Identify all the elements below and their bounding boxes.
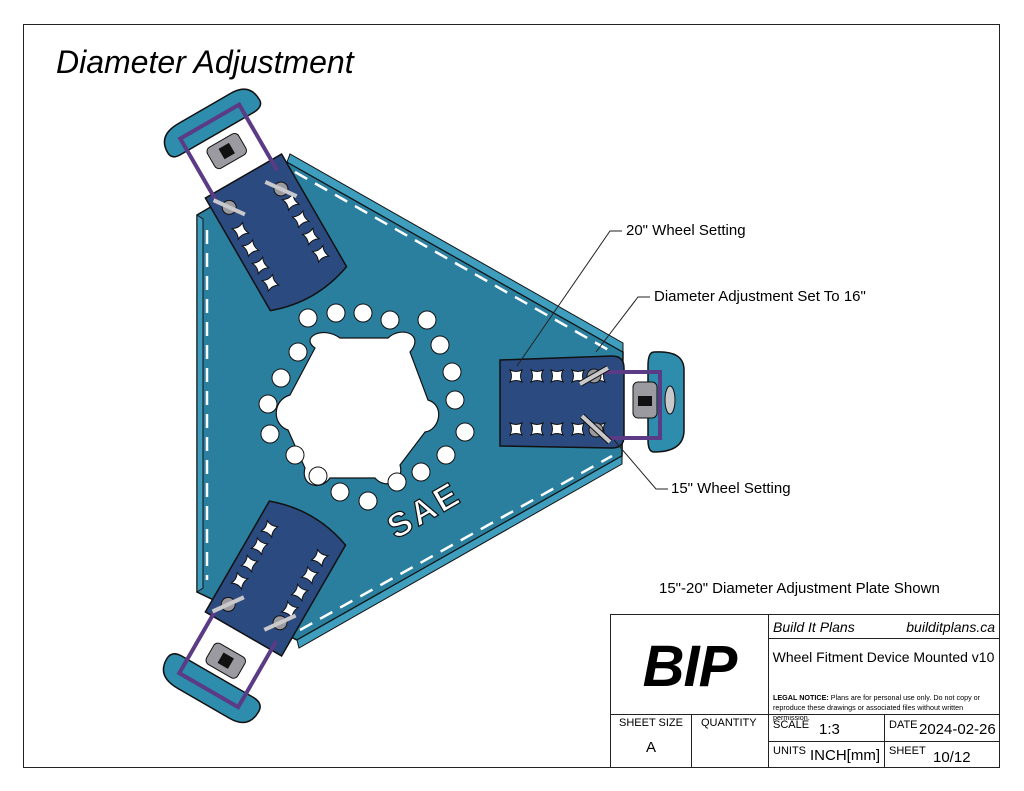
bip-logo: BIP: [642, 634, 738, 699]
legal-notice: LEGAL NOTICE: Plans are for personal use…: [773, 693, 995, 723]
scale-label: SCALE: [773, 719, 810, 731]
sheet-value: 10/12: [933, 749, 971, 766]
strap-bottom-left: [176, 606, 278, 710]
drawing-title: Wheel Fitment Device Mounted v10: [772, 649, 995, 665]
wing-nut-bottom-left-a: [211, 595, 245, 614]
scale-value: 1:3: [819, 721, 840, 738]
plate-flange-left: [196, 214, 204, 593]
callout-15-wheel-setting: 15" Wheel Setting: [671, 480, 791, 497]
units-label: UNITS: [773, 745, 806, 757]
clamp-nut-right: [632, 381, 676, 419]
units-value: INCH[mm]: [810, 747, 880, 764]
clamp-nut-bottom-left: [205, 642, 246, 679]
title-block: BIP Build It Plans builditplans.ca Wheel…: [610, 614, 1000, 768]
adjuster-arm-bottom-left: [162, 500, 347, 724]
caption-plate-shown: 15"-20" Diameter Adjustment Plate Shown: [659, 580, 940, 597]
bolt-hole-ring: [258, 303, 475, 511]
date-value: 2024-02-26: [919, 721, 996, 738]
fold-lines: [205, 170, 613, 632]
tb-divider-h1: [611, 714, 999, 715]
clamp-nut-top-left: [206, 132, 247, 170]
sheet-label: SHEET: [889, 745, 926, 757]
callout-20-wheel-setting: 20" Wheel Setting: [626, 222, 746, 239]
date-label: DATE: [889, 719, 918, 731]
sheet-size-label: SHEET SIZE: [619, 717, 683, 729]
callout-diameter-set-16: Diameter Adjustment Set To 16": [654, 288, 866, 305]
adjuster-arm-right: [499, 351, 685, 453]
page-title: Diameter Adjustment: [56, 44, 354, 80]
wing-nut-right-bottom: [579, 413, 613, 445]
strap-top-left: [177, 101, 279, 206]
adjuster-arm-top-left: [163, 88, 348, 312]
tb-divider-v3: [884, 714, 885, 767]
strap-right: [604, 370, 662, 440]
company-name: Build It Plans: [773, 619, 855, 635]
wing-nut-top-left-b: [264, 180, 298, 198]
sheet-size-value: A: [645, 739, 656, 756]
legal-label: LEGAL NOTICE:: [773, 693, 829, 702]
legal-text: Plans are for personal use only. Do not …: [773, 693, 981, 722]
sheet-border: [23, 24, 1000, 768]
company-website: builditplans.ca: [906, 619, 995, 635]
plate-flange-bottom: [296, 455, 623, 649]
leader-lines: [516, 230, 668, 490]
wing-nut-top-left-a: [212, 198, 246, 217]
tb-divider-v1: [768, 615, 769, 767]
wing-nut-bottom-left-b: [263, 613, 297, 632]
tb-divider-v2: [691, 714, 692, 767]
hub-cutout: [275, 331, 440, 487]
tb-divider-h2: [768, 638, 999, 639]
tb-divider-h3: [768, 741, 999, 742]
wing-nut-right-top: [578, 365, 610, 387]
quantity-label: QUANTITY: [701, 717, 757, 729]
plate-flange-top: [286, 153, 624, 353]
